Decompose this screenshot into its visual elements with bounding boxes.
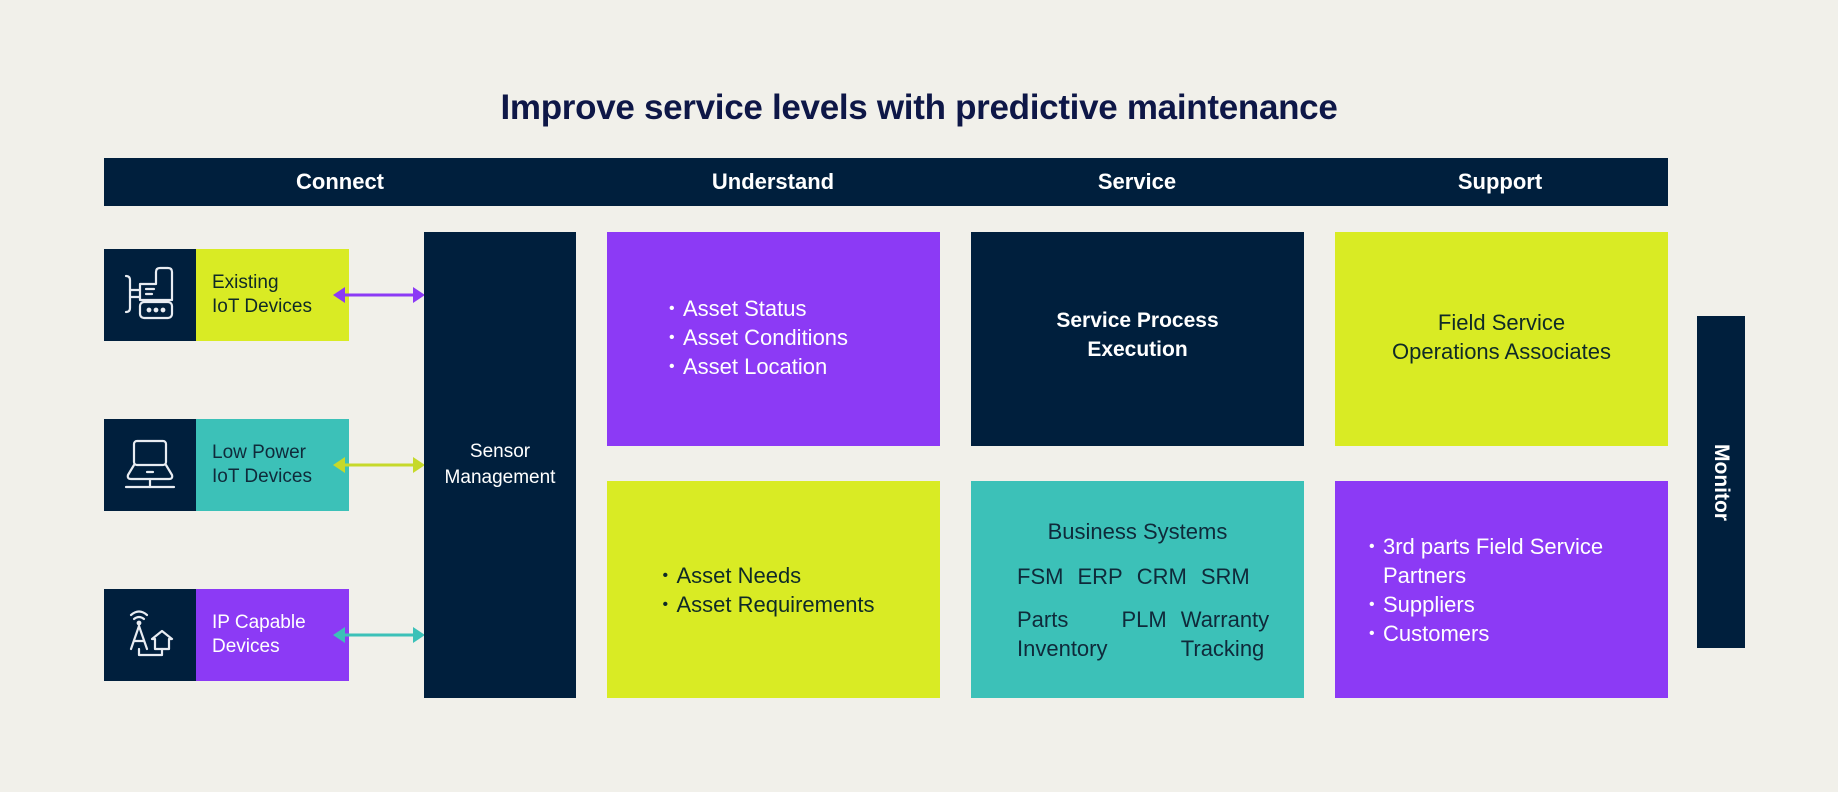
system-empty	[1122, 634, 1167, 663]
list-item: Asset Needs	[662, 561, 874, 590]
asset-needs-list: Asset Needs Asset Requirements	[662, 561, 874, 619]
monitor-block: Monitor	[1697, 316, 1745, 648]
device-existing-iot: Existing IoT Devices	[104, 249, 349, 341]
device-label: Existing IoT Devices	[196, 249, 349, 341]
system-erp: ERP	[1077, 563, 1123, 589]
device-label: Low Power IoT Devices	[196, 419, 349, 511]
field-service-line1: Field Service	[1437, 310, 1566, 335]
system-tracking: Tracking	[1180, 635, 1265, 661]
service-process-line1: Service Process	[1056, 309, 1219, 332]
partners-block: 3rd parts Field Service Partners Supplie…	[1335, 481, 1668, 698]
list-item: Customers	[1369, 619, 1639, 648]
list-item: Asset Conditions	[669, 323, 848, 352]
phase-connect: Connect	[296, 169, 384, 194]
service-process-execution-block: Service Process Execution	[971, 232, 1304, 446]
bulldozer-icon	[124, 266, 174, 320]
monitor-label: Monitor	[1710, 443, 1733, 521]
asset-state-list: Asset Status Asset Conditions Asset Loca…	[669, 294, 848, 381]
device-label-line1: Low Power	[212, 442, 306, 463]
bidirectional-arrow-icon	[333, 457, 425, 473]
bidirectional-arrow-icon	[333, 627, 425, 643]
system-inventory: Inventory	[1017, 635, 1108, 661]
list-item: 3rd parts Field Service Partners	[1369, 532, 1639, 590]
device-label-line2: IoT Devices	[212, 296, 312, 317]
page-title: Improve service levels with predictive m…	[500, 88, 1338, 127]
field-service-operations-block: Field Service Operations Associates	[1335, 232, 1668, 446]
list-item: Suppliers	[1369, 590, 1639, 619]
business-systems-grid: Parts PLM Warranty Inventory Tracking	[1017, 605, 1269, 663]
antenna-house-icon	[129, 610, 174, 657]
sensor-management-line1: Sensor	[469, 441, 531, 462]
system-plm: PLM	[1121, 606, 1167, 632]
device-label-line1: Existing	[212, 272, 279, 293]
list-item: Asset Status	[669, 294, 848, 323]
partners-list: 3rd parts Field Service Partners Supplie…	[1369, 532, 1639, 648]
system-crm: CRM	[1136, 563, 1187, 589]
system-parts: Parts	[1017, 606, 1069, 632]
list-item: Asset Requirements	[662, 590, 874, 619]
system-srm: SRM	[1200, 563, 1250, 589]
laptop-network-icon	[124, 439, 176, 489]
bidirectional-arrow-icon	[333, 287, 425, 303]
device-label-line2: Devices	[212, 636, 280, 657]
phase-support: Support	[1457, 169, 1543, 194]
understand-asset-state-block: Asset Status Asset Conditions Asset Loca…	[607, 232, 940, 446]
device-icon-box	[104, 249, 196, 341]
system-warranty: Warranty	[1180, 606, 1270, 632]
device-label-line1: IP Capable	[212, 612, 306, 633]
field-service-line2: Operations Associates	[1392, 339, 1611, 364]
sensor-management-block: Sensor Management	[424, 232, 576, 698]
device-label-line2: IoT Devices	[212, 466, 312, 487]
business-systems-block: Business Systems FSM ERP CRM SRM Parts P…	[971, 481, 1304, 698]
understand-asset-needs-block: Asset Needs Asset Requirements	[607, 481, 940, 698]
device-low-power-iot: Low Power IoT Devices	[104, 419, 349, 511]
device-icon-box	[104, 419, 196, 511]
business-systems-title: Business Systems	[1047, 518, 1228, 544]
business-systems-row: FSM ERP CRM SRM	[1017, 562, 1250, 591]
phase-header-bar: Connect Understand Service Support	[104, 158, 1668, 206]
sensor-management-line2: Management	[444, 467, 556, 488]
service-process-line2: Execution	[1087, 338, 1188, 361]
device-icon-box	[104, 589, 196, 681]
list-item: Asset Location	[669, 352, 848, 381]
phase-understand: Understand	[711, 169, 835, 194]
system-fsm: FSM	[1017, 563, 1064, 589]
device-label: IP Capable Devices	[196, 589, 349, 681]
device-ip-capable: IP Capable Devices	[104, 589, 349, 681]
phase-service: Service	[1097, 169, 1177, 194]
